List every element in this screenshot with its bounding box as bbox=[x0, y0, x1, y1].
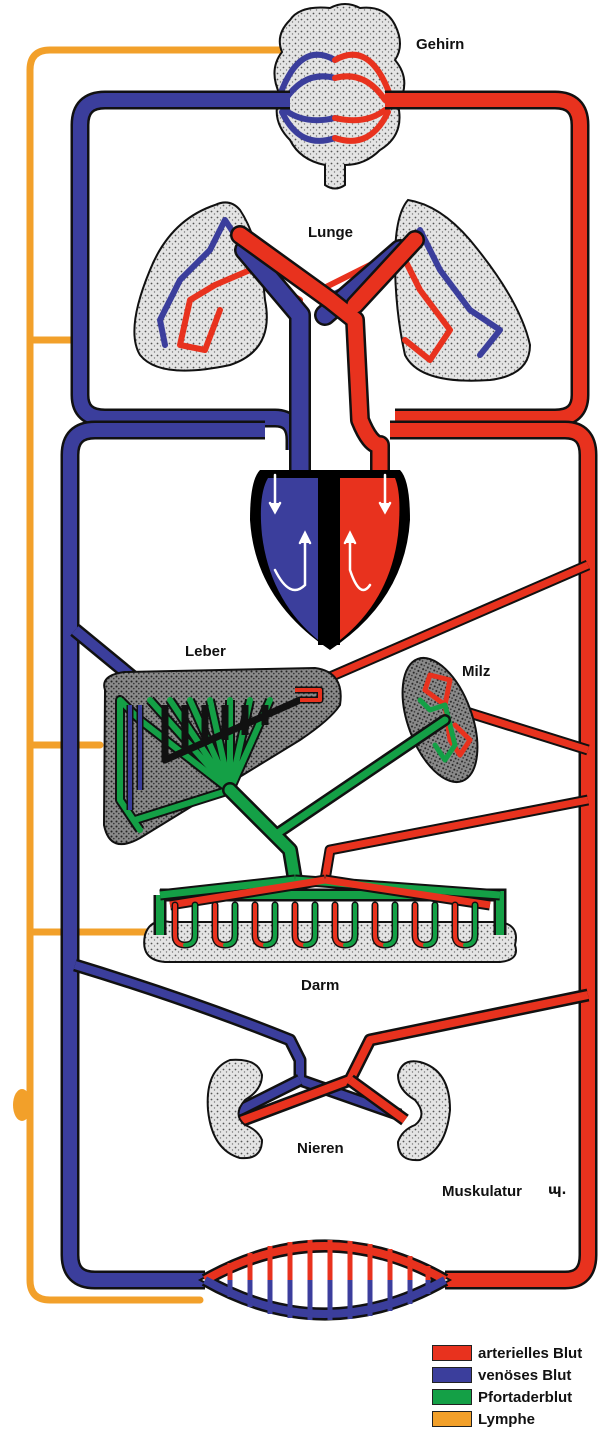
legend-item-lymph: Lymphe bbox=[432, 1408, 582, 1430]
legend-swatch-portal bbox=[432, 1389, 472, 1405]
legend-label: arterielles Blut bbox=[478, 1345, 582, 1362]
legend-swatch-venous bbox=[432, 1367, 472, 1383]
label-intestine: Darm bbox=[301, 977, 339, 994]
label-liver: Leber bbox=[185, 643, 226, 660]
label-lung: Lunge bbox=[308, 224, 353, 241]
label-spleen: Milz bbox=[462, 663, 490, 680]
legend-swatch-lymph bbox=[432, 1411, 472, 1427]
heart-organ bbox=[250, 470, 410, 650]
pulmonary-vessels bbox=[240, 235, 415, 470]
legend-label: Pfortaderblut bbox=[478, 1389, 572, 1406]
label-muscles: Muskulatur bbox=[442, 1183, 522, 1200]
label-brain: Gehirn bbox=[416, 36, 464, 53]
legend-label: venöses Blut bbox=[478, 1367, 571, 1384]
legend: arterielles Blut venöses Blut Pfortaderb… bbox=[432, 1342, 582, 1430]
legend-item-arterial: arterielles Blut bbox=[432, 1342, 582, 1364]
brain-organ bbox=[274, 4, 404, 189]
legend-swatch-arterial bbox=[432, 1345, 472, 1361]
intestine-organ bbox=[144, 880, 516, 962]
legend-item-venous: venöses Blut bbox=[432, 1364, 582, 1386]
muscle-organ bbox=[200, 1240, 450, 1320]
legend-label: Lymphe bbox=[478, 1411, 535, 1428]
artist-signature: ɰ. bbox=[548, 1183, 566, 1198]
legend-item-portal: Pfortaderblut bbox=[432, 1386, 582, 1408]
label-kidneys: Nieren bbox=[297, 1140, 344, 1157]
